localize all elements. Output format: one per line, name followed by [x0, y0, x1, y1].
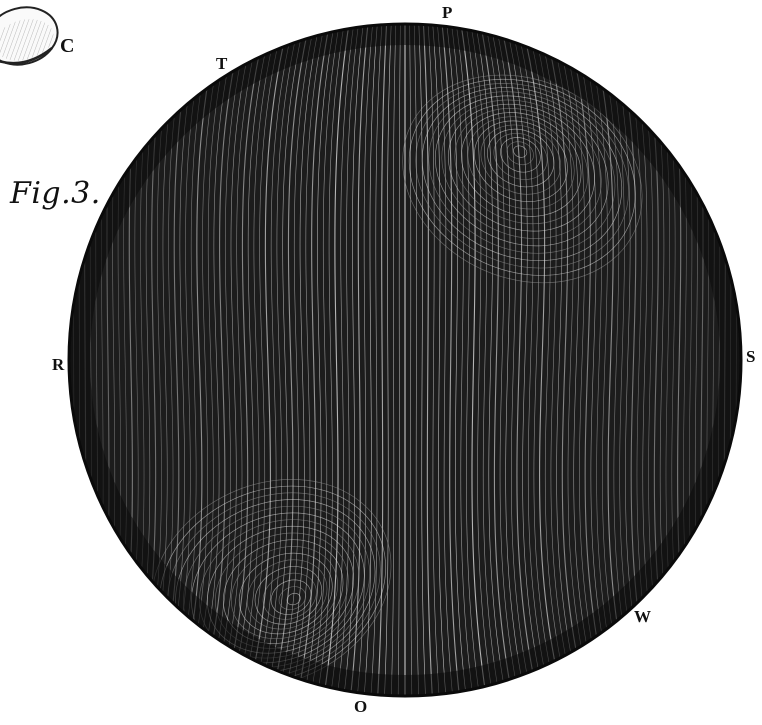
- label-p: P: [442, 4, 452, 21]
- figure-caption: Fig.3.: [10, 176, 101, 211]
- label-o: O: [354, 698, 367, 715]
- label-w: W: [634, 608, 651, 625]
- label-s: S: [746, 348, 755, 365]
- small-oval-body-icon: [0, 0, 64, 72]
- label-c: C: [60, 36, 74, 56]
- label-r: R: [52, 356, 64, 373]
- label-t: T: [216, 55, 227, 72]
